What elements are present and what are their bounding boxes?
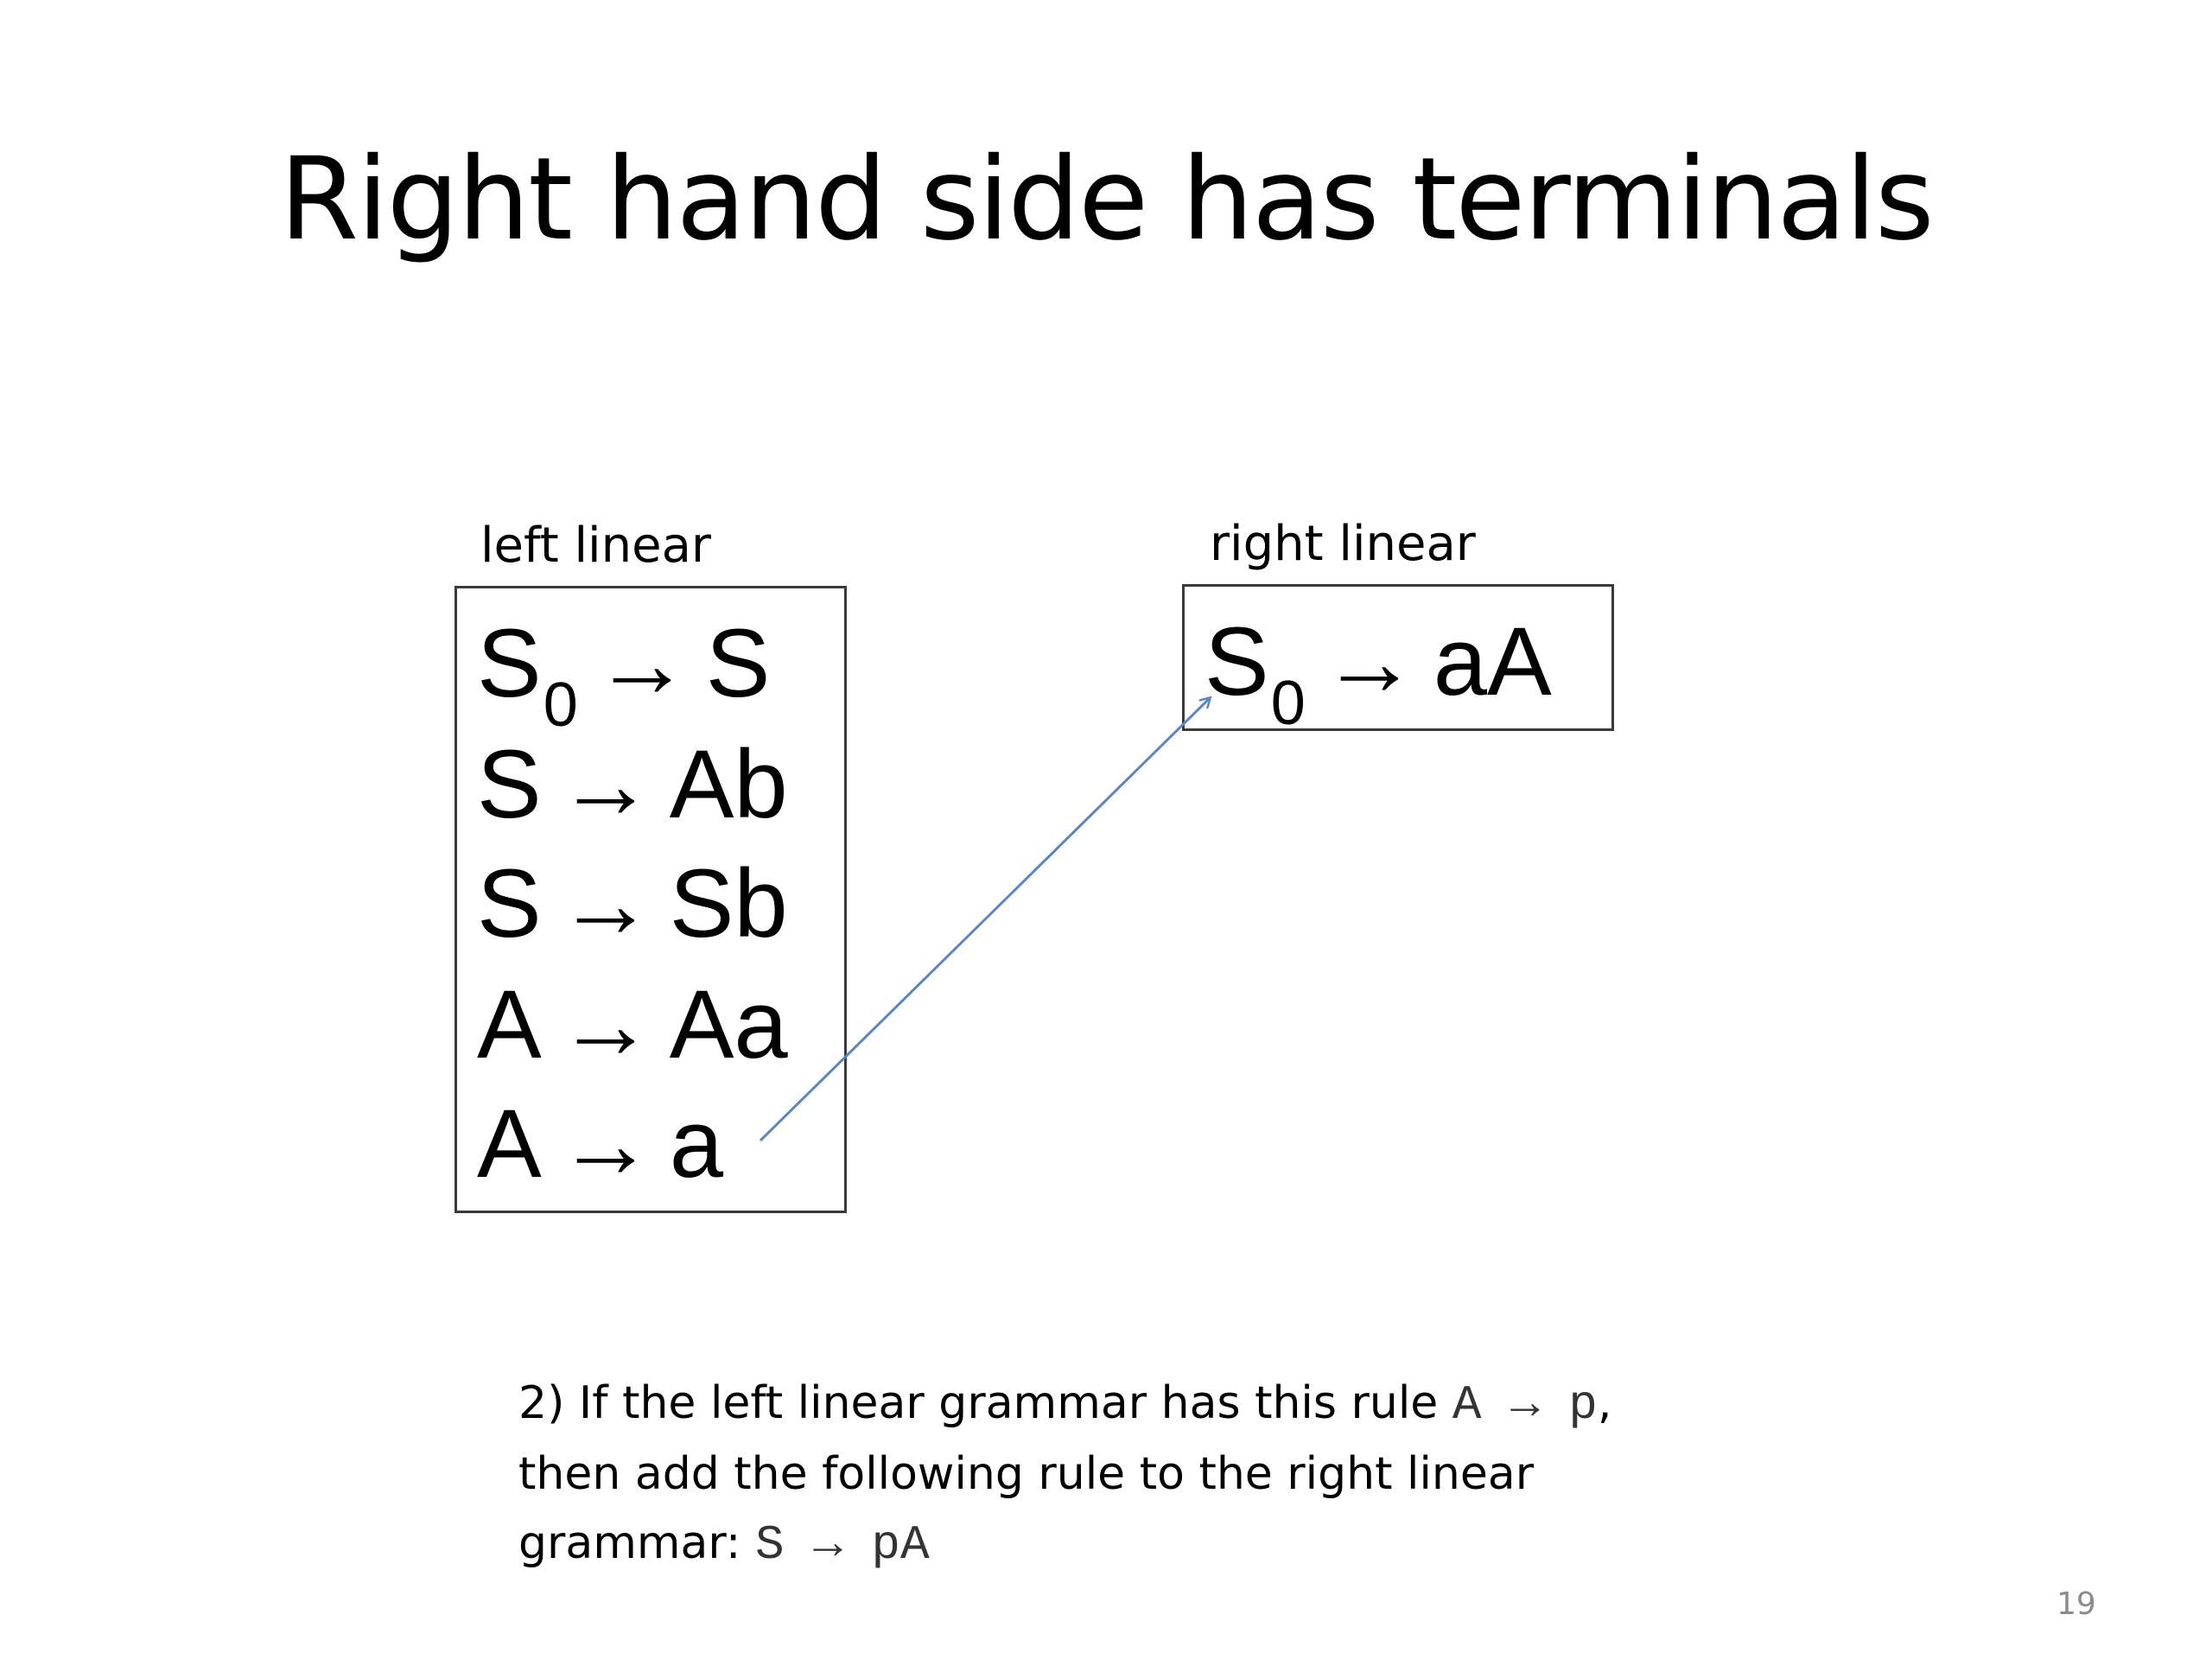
left-rule-2: S→Ab: [477, 736, 788, 833]
rule-lhs: S: [477, 609, 542, 717]
left-rule-1: S0→S: [477, 609, 770, 737]
explanation-line-1-text: 2) If the left linear grammar has this r…: [518, 1377, 1452, 1429]
page-number: 19: [2056, 1586, 2096, 1622]
rule-lhs-subscript: 0: [1270, 669, 1306, 738]
rule-lhs: S: [477, 730, 542, 838]
right-rule-1: S0→aA: [1205, 607, 1552, 735]
right-linear-grammar-box: [1182, 584, 1614, 731]
left-linear-label: left linear: [480, 518, 711, 574]
explanation-line-1: 2) If the left linear grammar has this r…: [518, 1369, 1771, 1440]
right-arrow-icon: →: [593, 609, 690, 717]
explanation-line-3: grammar: S → pA: [518, 1509, 1771, 1580]
explanation-line-2: then add the following rule to the right…: [518, 1448, 1535, 1500]
explanation-text: 2) If the left linear grammar has this r…: [518, 1369, 1771, 1580]
explanation-line-1-end: ,: [1597, 1377, 1612, 1429]
rule-code-s-to-pa: S → pA: [754, 1517, 930, 1573]
rule-lhs: A: [477, 1090, 542, 1198]
right-arrow-icon: →: [556, 730, 654, 838]
rule-rhs: a: [669, 1090, 723, 1198]
slide-title: Right hand side has terminals: [279, 133, 1934, 266]
explanation-line-3-text: grammar:: [518, 1517, 755, 1569]
right-linear-label: right linear: [1210, 516, 1476, 572]
rule-lhs: A: [477, 970, 542, 1078]
left-rule-5: A→a: [477, 1096, 723, 1192]
rule-rhs: S: [705, 609, 771, 717]
rule-code-a-to-p: A → p: [1452, 1377, 1598, 1433]
left-rule-3: S→Sb: [477, 855, 788, 952]
rule-rhs: Sb: [669, 849, 788, 957]
left-rule-4: A→Aa: [477, 976, 788, 1073]
rule-lhs-subscript: 0: [543, 671, 578, 740]
rule-rhs: Ab: [669, 730, 788, 838]
rule-lhs: S: [477, 849, 542, 957]
right-arrow-icon: →: [1320, 607, 1418, 715]
rule-rhs: aA: [1433, 607, 1552, 715]
rule-rhs: Aa: [669, 970, 788, 1078]
right-arrow-icon: →: [556, 849, 654, 957]
right-arrow-icon: →: [556, 970, 654, 1078]
rule-lhs: S: [1205, 607, 1269, 715]
right-arrow-icon: →: [556, 1090, 654, 1198]
